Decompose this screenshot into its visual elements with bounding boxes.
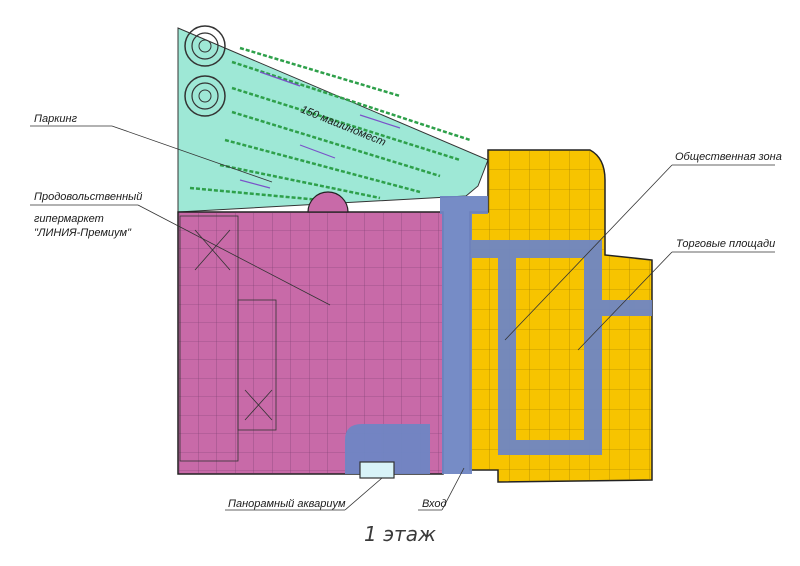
leader-lines: [30, 125, 775, 511]
label-public-zone: Общественная зона: [675, 151, 782, 163]
label-hypermarket-1: Продовольственный: [34, 191, 142, 203]
label-entrance: Вход: [422, 498, 447, 510]
spiral-ramp-icon: [184, 25, 226, 117]
label-hypermarket-2: гипермаркет: [34, 213, 104, 225]
parking-area: [177, 25, 489, 213]
aquarium-icon: [359, 461, 395, 479]
parking-stalls: [189, 46, 471, 202]
public-zone-area: [345, 196, 652, 474]
floor-caption: 1 этаж: [364, 522, 436, 546]
label-hypermarket-3: "ЛИНИЯ-Премиум": [34, 227, 132, 239]
label-aquarium: Панорамный аквариум: [228, 498, 346, 510]
label-parking: Паркинг: [34, 113, 78, 125]
label-trade-areas: Торговые площади: [676, 238, 775, 250]
